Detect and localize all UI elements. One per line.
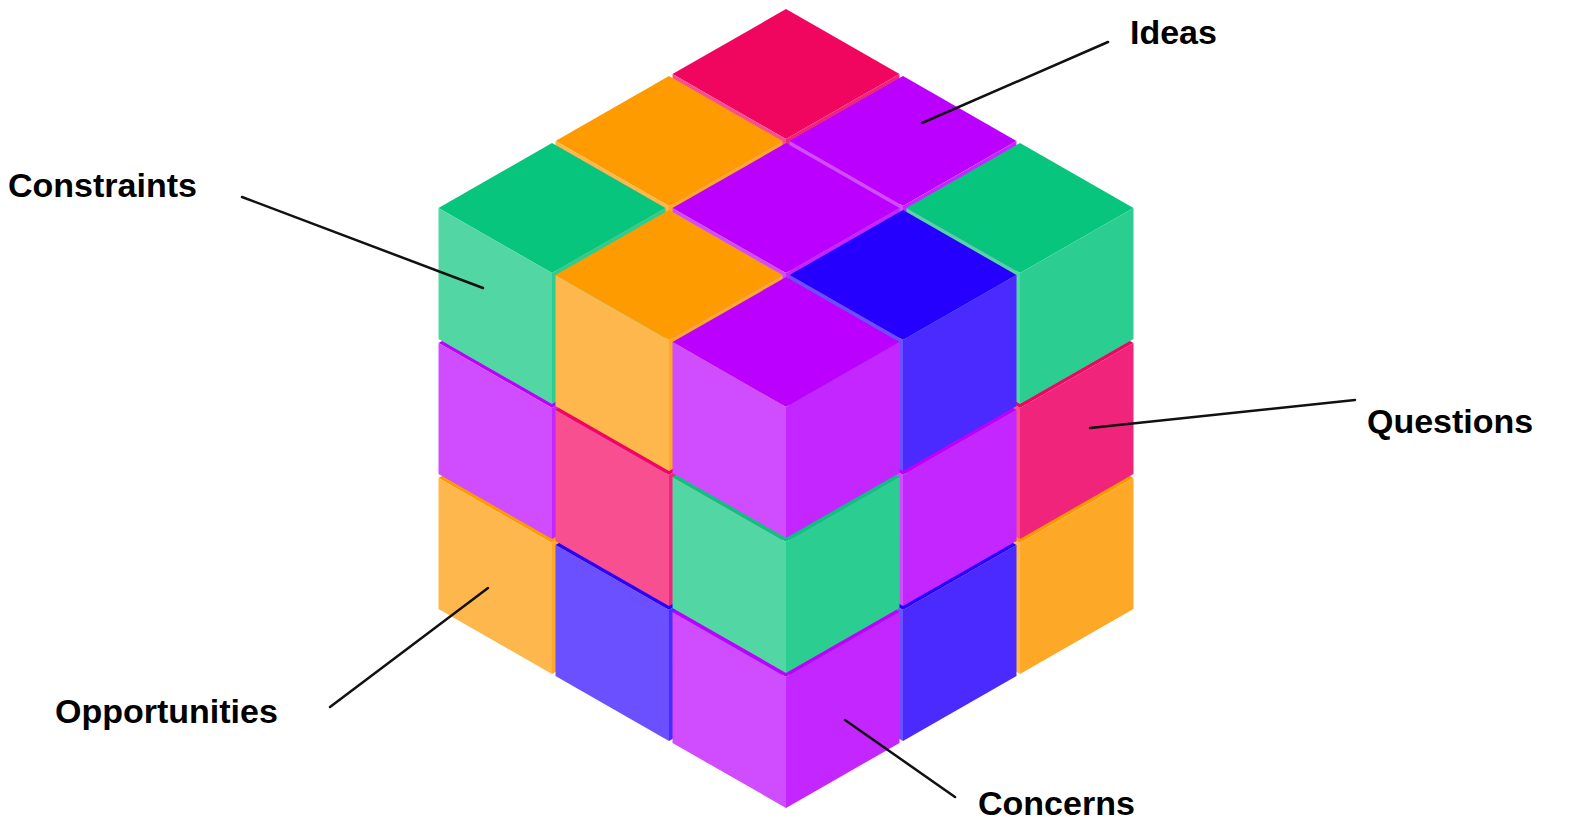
leader-line: [922, 42, 1108, 123]
callout-text: Opportunities: [55, 692, 278, 731]
callout-label: Questions: [1367, 402, 1533, 441]
cubelet: [673, 277, 900, 538]
callout-label: Concerns: [978, 784, 1135, 823]
callout-label: Ideas: [1130, 13, 1217, 52]
callout-label: Opportunities: [55, 692, 278, 731]
callout-label: Constraints: [8, 166, 197, 205]
callout-text: Questions: [1367, 402, 1533, 441]
callout-text: Ideas: [1130, 13, 1217, 52]
leader-line: [1090, 400, 1355, 428]
leader-line: [845, 720, 955, 797]
leader-line: [330, 588, 488, 707]
callout-text: Constraints: [8, 166, 197, 205]
callout-text: Concerns: [978, 784, 1135, 823]
leader-line: [242, 197, 483, 288]
